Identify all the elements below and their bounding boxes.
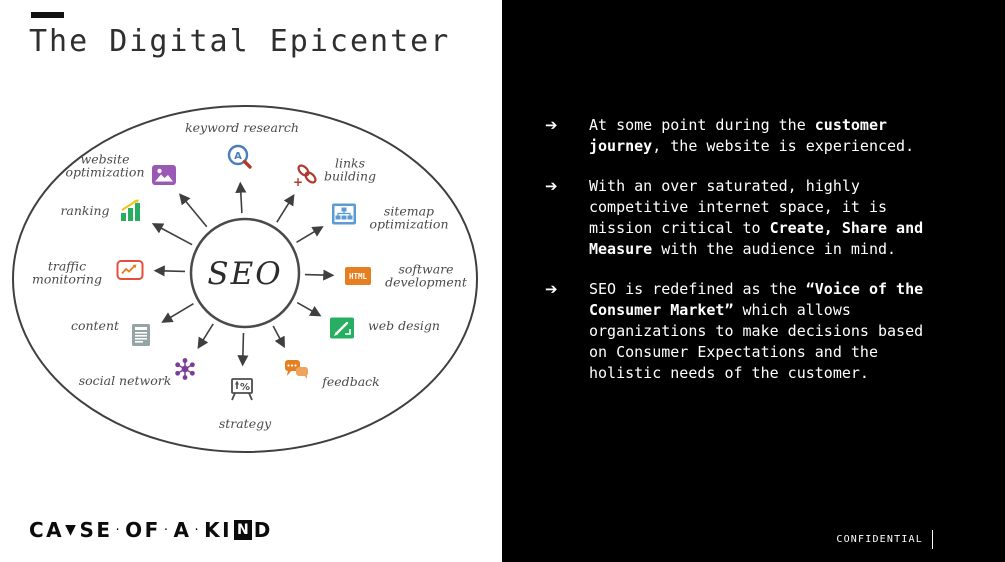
svg-text:+: + (293, 175, 303, 189)
logo-segment: · (163, 522, 171, 538)
bullet-arrow-icon: ➔ (545, 280, 558, 298)
diagram-label: website (81, 152, 130, 167)
diagram-icon-webdesign (330, 317, 354, 339)
bullet-arrow-icon: ➔ (545, 116, 558, 134)
diagram-arrow (153, 265, 186, 277)
bullet-text: SEO is redefined as the “Voice of the Co… (589, 279, 945, 384)
diagram-icon-network (175, 358, 195, 380)
bullet-text: With an over saturated, highly competiti… (589, 176, 945, 260)
diagram-label: content (71, 318, 120, 333)
bullet-item: ➔ At some point during the customer journ… (545, 115, 945, 157)
diagram-arrow (304, 269, 335, 281)
diagram-arrow (272, 325, 285, 349)
diagram-label: strategy (219, 416, 272, 431)
logo-segment: CA (29, 518, 65, 542)
bullet-item: ➔ With an over saturated, highly competit… (545, 176, 945, 260)
diagram-label: links (335, 156, 365, 171)
logo-segment: · (115, 522, 123, 538)
diagram-icon-sitemap (332, 203, 356, 225)
diagram-arrow (237, 332, 249, 367)
diagram-arrow (235, 181, 247, 214)
title-dash (31, 12, 64, 18)
diagram-icon-magnifier: A (227, 144, 252, 169)
logo-segment: SE (79, 518, 113, 542)
diagram-icon-html: HTML (345, 267, 371, 285)
diagram-label: social network (79, 373, 172, 388)
diagram-arrow (296, 226, 324, 243)
bullet-text-segment: , the website is experienced. (652, 137, 915, 155)
diagram-label: optimization (65, 165, 144, 180)
bullet-text-segment: customer journey (589, 116, 888, 155)
svg-text:A: A (234, 151, 242, 162)
diagram-icon-chain: + (293, 164, 317, 189)
diagram-icon-chart (116, 260, 144, 280)
logo-segment: A (173, 518, 192, 542)
diagram-icon-chat (285, 360, 308, 379)
svg-text:%: % (240, 382, 250, 393)
diagram-arrow (296, 301, 322, 317)
logo-block-letter: N (234, 520, 252, 540)
svg-text:HTML: HTML (349, 272, 368, 281)
bullet-text-segment: “Voice of the Consumer Market” (589, 280, 924, 319)
bullet-text-segment: which allows organizations to make decis… (589, 301, 924, 382)
bullet-text-segment: Create, Share and Measure (589, 219, 924, 258)
bullet-text: At some point during the customer journe… (589, 115, 945, 157)
diagram-label: development (385, 275, 468, 290)
right-panel: ➔ At some point during the customer journ… (502, 0, 1005, 562)
bullet-text-segment: SEO is redefined as the (589, 280, 806, 298)
page-title: The Digital Epicenter (29, 24, 451, 59)
diagram-label: keyword research (185, 120, 299, 135)
logo-triangle-icon: ▼ (65, 522, 79, 538)
diagram-label: ranking (60, 203, 109, 218)
diagram-icon-image (152, 165, 176, 185)
logo-segment: KI (204, 518, 233, 542)
bullet-item: ➔ SEO is redefined as the “Voice of the C… (545, 279, 945, 384)
diagram-label: software (398, 262, 453, 277)
diagram-arrow (276, 194, 295, 223)
logo-segment: OF (125, 518, 161, 542)
diagram-label: feedback (321, 374, 379, 389)
diagram-icon-strategy: % (231, 378, 253, 401)
logo-segment: · (194, 522, 202, 538)
diagram-label: traffic (48, 259, 86, 274)
diagram-arrow (161, 303, 194, 323)
bullet-list: ➔ At some point during the customer journ… (545, 115, 945, 384)
diagram-arrow (179, 193, 208, 228)
diagram-label: sitemap (384, 204, 434, 219)
bullet-text-segment: with the audience in mind. (652, 240, 897, 258)
diagram-icon-bars (121, 199, 140, 221)
diagram-icon-doc (132, 324, 150, 346)
diagram-center-circle (189, 217, 301, 329)
bullet-text-segment: With an over saturated, highly competiti… (589, 177, 888, 237)
diagram-arrow (197, 323, 214, 349)
diagram-label: optimization (369, 217, 448, 232)
diagram-label: monitoring (32, 272, 102, 287)
diagram-arrow (151, 223, 193, 246)
diagram-label: web design (368, 318, 440, 333)
diagram-center-label: SEO (207, 256, 282, 292)
diagram-label: building (324, 169, 376, 184)
bullet-text-segment: At some point during the (589, 116, 815, 134)
logo-segment: D (253, 518, 273, 542)
bullet-arrow-icon: ➔ (545, 177, 558, 195)
confidential-label: CONFIDENTIAL (836, 530, 933, 549)
